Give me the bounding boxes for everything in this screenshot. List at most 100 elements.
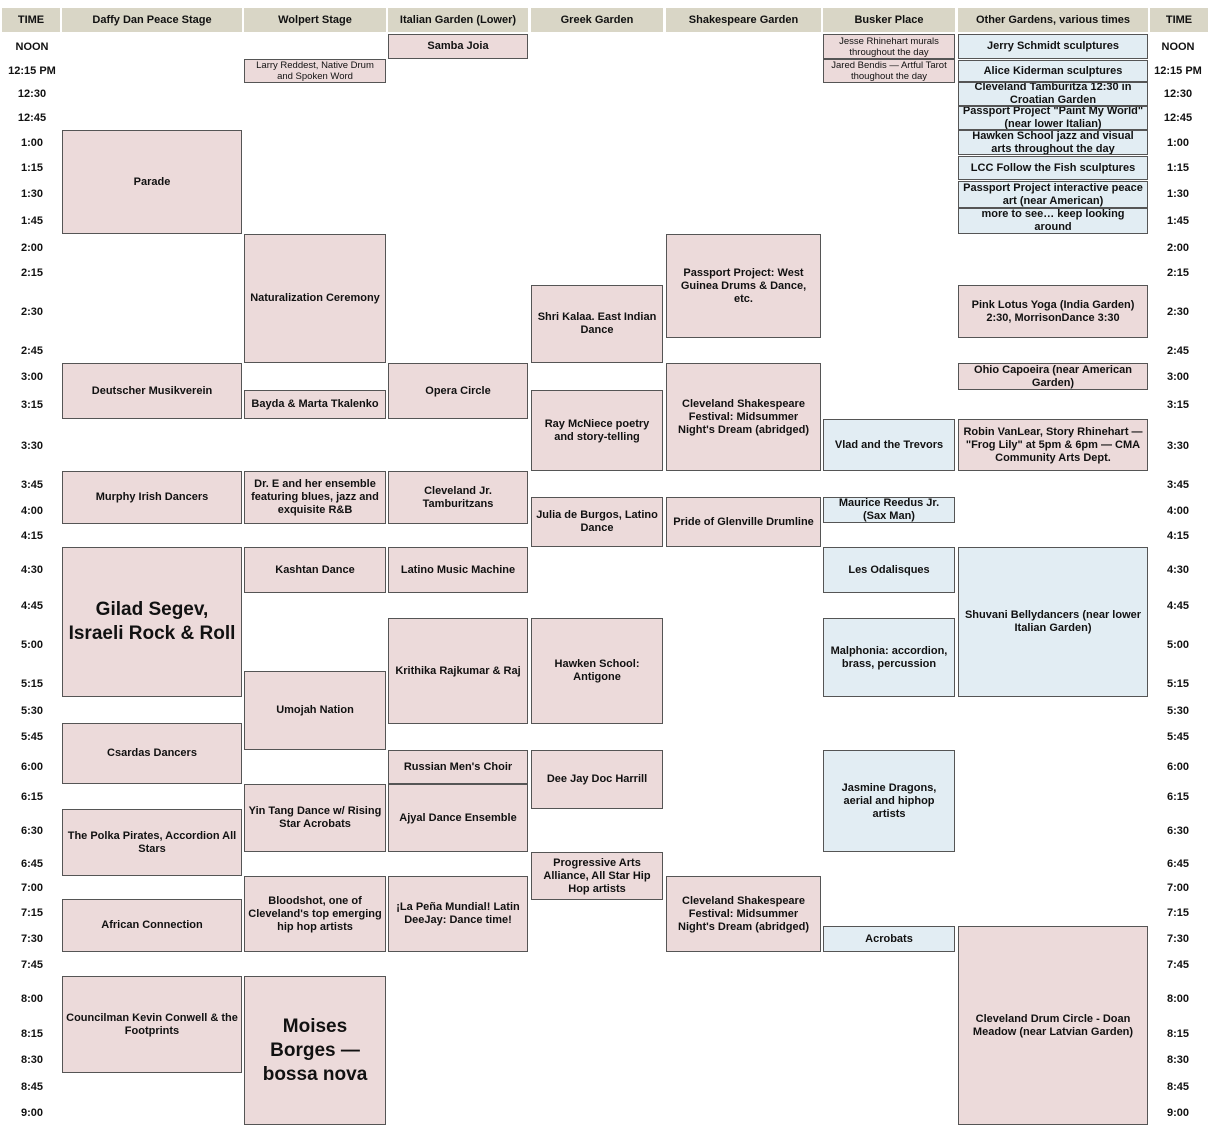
time-label: 3:30 xyxy=(20,440,44,452)
event-african-connection: African Connection xyxy=(62,899,242,952)
time-label: 7:30 xyxy=(1166,933,1190,945)
event-dr-e-ensemble: Dr. E and her ensemble featuring blues, … xyxy=(244,471,386,524)
time-label: 4:00 xyxy=(1166,505,1190,517)
time-label: 6:00 xyxy=(1166,761,1190,773)
time-label: 6:30 xyxy=(1166,825,1190,837)
event-deutscher-musikverein: Deutscher Musikverein xyxy=(62,363,242,419)
time-label: 4:45 xyxy=(20,600,44,612)
time-label: 6:15 xyxy=(1166,791,1190,803)
time-label: 2:15 xyxy=(20,267,44,279)
event-cleveland-jr-tamburitzans: Cleveland Jr. Tamburitzans xyxy=(388,471,528,524)
time-label: 3:15 xyxy=(20,399,44,411)
time-label: 8:00 xyxy=(20,993,44,1005)
time-label: 5:00 xyxy=(20,639,44,651)
time-label: 7:00 xyxy=(1166,882,1190,894)
time-label: 2:00 xyxy=(20,242,44,254)
time-label: 2:30 xyxy=(20,306,44,318)
event-latino-music-machine: Latino Music Machine xyxy=(388,547,528,593)
time-label: 3:15 xyxy=(1166,399,1190,411)
event-ray-mcniece: Ray McNiece poetry and story-telling xyxy=(531,390,663,471)
event-passport-peace-art: Passport Project interactive peace art (… xyxy=(958,181,1148,208)
event-malphonia: Malphonia: accordion, brass, percussion xyxy=(823,618,955,697)
time-label: 8:45 xyxy=(1166,1081,1190,1093)
time-label: 2:00 xyxy=(1166,242,1190,254)
event-jared-bendis: Jared Bendis — Artful Tarot thoughout th… xyxy=(823,59,955,83)
event-murphy-irish-dancers: Murphy Irish Dancers xyxy=(62,471,242,524)
event-glenville-drumline: Pride of Glenville Drumline xyxy=(666,497,821,547)
event-les-odalisques: Les Odalisques xyxy=(823,547,955,593)
event-midsummer-2: Cleveland Shakespeare Festival: Midsumme… xyxy=(666,876,821,952)
time-label: 12:45 xyxy=(1163,112,1193,124)
time-label: 5:30 xyxy=(1166,705,1190,717)
header-busker-place: Busker Place xyxy=(823,8,955,32)
time-label: 1:45 xyxy=(1166,215,1190,227)
time-label: 7:00 xyxy=(20,882,44,894)
time-label: 1:15 xyxy=(1166,162,1190,174)
event-opera-circle: Opera Circle xyxy=(388,363,528,419)
event-cleveland-drum-circle: Cleveland Drum Circle - Doan Meadow (nea… xyxy=(958,926,1148,1125)
event-julia-de-burgos: Julia de Burgos, Latino Dance xyxy=(531,497,663,547)
time-label: 3:45 xyxy=(20,479,44,491)
time-label: 5:45 xyxy=(1166,731,1190,743)
time-label: 7:30 xyxy=(20,933,44,945)
time-label: 6:45 xyxy=(20,858,44,870)
time-label: 3:30 xyxy=(1166,440,1190,452)
time-label: 12:45 xyxy=(17,112,47,124)
event-jerry-schmidt: Jerry Schmidt sculptures xyxy=(958,34,1148,59)
event-parade: Parade xyxy=(62,130,242,234)
time-label: 6:30 xyxy=(20,825,44,837)
event-csardas-dancers: Csardas Dancers xyxy=(62,723,242,784)
time-label: 2:45 xyxy=(20,345,44,357)
time-label: 6:15 xyxy=(20,791,44,803)
time-label: 1:30 xyxy=(20,188,44,200)
event-lcc-follow-the-fish: LCC Follow the Fish sculptures xyxy=(958,156,1148,180)
time-label: 4:30 xyxy=(1166,564,1190,576)
header-other-gardens: Other Gardens, various times xyxy=(958,8,1148,32)
time-label: 8:00 xyxy=(1166,993,1190,1005)
event-passport-west-guinea: Passport Project: West Guinea Drums & Da… xyxy=(666,234,821,338)
time-label: 5:30 xyxy=(20,705,44,717)
event-ohio-capoeira: Ohio Capoeira (near American Garden) xyxy=(958,363,1148,390)
header-greek-garden: Greek Garden xyxy=(531,8,663,32)
event-krithika-rajkumar: Krithika Rajkumar & Raj xyxy=(388,618,528,724)
event-cleveland-tamburitza: Cleveland Tamburitza 12:30 in Croatian G… xyxy=(958,82,1148,106)
time-label: 9:00 xyxy=(1166,1107,1190,1119)
event-councilman-conwell: Councilman Kevin Conwell & the Footprint… xyxy=(62,976,242,1073)
time-label: NOON xyxy=(15,41,49,53)
time-label: 7:45 xyxy=(1166,959,1190,971)
event-acrobats: Acrobats xyxy=(823,926,955,952)
time-label: 1:45 xyxy=(20,215,44,227)
event-pink-lotus-yoga: Pink Lotus Yoga (India Garden) 2:30, Mor… xyxy=(958,285,1148,338)
time-label: 3:00 xyxy=(20,371,44,383)
event-kashtan-dance: Kashtan Dance xyxy=(244,547,386,593)
header-time-right: TIME xyxy=(1150,8,1208,32)
time-label: NOON xyxy=(1161,41,1195,53)
time-label: 1:15 xyxy=(20,162,44,174)
event-alice-kiderman: Alice Kiderman sculptures xyxy=(958,60,1148,82)
time-label: 8:45 xyxy=(20,1081,44,1093)
event-gilad-segev: Gilad Segev, Israeli Rock & Roll xyxy=(62,547,242,697)
event-ajyal-dance-ensemble: Ajyal Dance Ensemble xyxy=(388,784,528,852)
event-hawken-antigone: Hawken School: Antigone xyxy=(531,618,663,724)
event-la-pena-mundial: ¡La Peña Mundial! Latin DeeJay: Dance ti… xyxy=(388,876,528,952)
event-hawken-jazz: Hawken School jazz and visual arts throu… xyxy=(958,130,1148,155)
event-maurice-reedus: Maurice Reedus Jr. (Sax Man) xyxy=(823,497,955,523)
time-label: 2:15 xyxy=(1166,267,1190,279)
time-label: 12:15 PM xyxy=(1154,65,1202,77)
event-larry-reddest: Larry Reddest, Native Drum and Spoken Wo… xyxy=(244,59,386,83)
time-label: 7:15 xyxy=(1166,907,1190,919)
time-label: 8:15 xyxy=(20,1028,44,1040)
event-naturalization-ceremony: Naturalization Ceremony xyxy=(244,234,386,363)
time-label: 2:30 xyxy=(1166,306,1190,318)
header-daffy-dan-stage: Daffy Dan Peace Stage xyxy=(62,8,242,32)
event-moises-borges: Moises Borges — bossa nova xyxy=(244,976,386,1125)
time-label: 5:00 xyxy=(1166,639,1190,651)
event-bloodshot: Bloodshot, one of Cleveland's top emergi… xyxy=(244,876,386,952)
time-label: 5:15 xyxy=(1166,678,1190,690)
event-midsummer-1: Cleveland Shakespeare Festival: Midsumme… xyxy=(666,363,821,471)
time-label: 1:00 xyxy=(1166,137,1190,149)
header-shakespeare-garden: Shakespeare Garden xyxy=(666,8,821,32)
header-time-left: TIME xyxy=(2,8,60,32)
event-bayda-marta-tkalenko: Bayda & Marta Tkalenko xyxy=(244,390,386,419)
time-label: 4:00 xyxy=(20,505,44,517)
